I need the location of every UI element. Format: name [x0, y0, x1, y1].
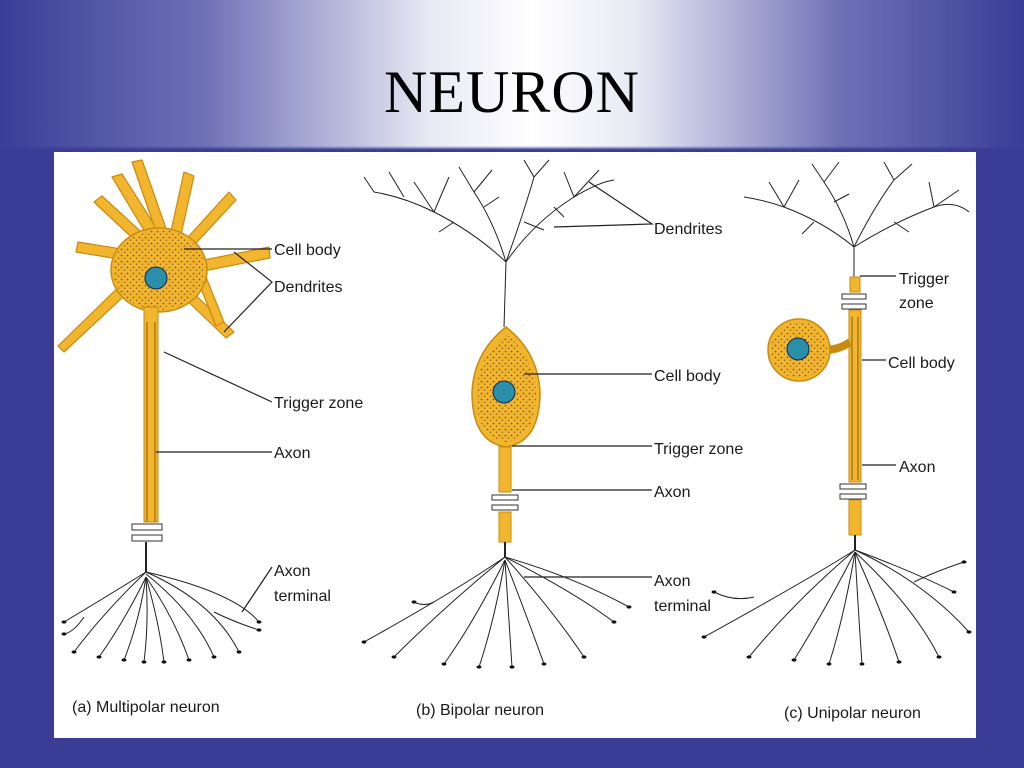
bipolar-axon-terminal-label-2: terminal: [654, 598, 711, 615]
unipolar-trigger-zone-label-1: Trigger: [899, 271, 950, 288]
multipolar-axon-terminal-label-2: terminal: [274, 588, 331, 605]
bipolar-dendrites-label: Dendrites: [654, 221, 722, 238]
multipolar-dendrites-label: Dendrites: [274, 279, 342, 296]
bipolar-cell-body-label: Cell body: [654, 368, 721, 385]
unipolar-neuron: Trigger zone Cell body Axon (c) Unipolar…: [701, 161, 972, 722]
bipolar-neuron: Dendrites Cell body Trigger zone Axon Ax…: [361, 159, 743, 719]
unipolar-caption: (c) Unipolar neuron: [784, 705, 921, 722]
neuron-diagram: Cell body Dendrites Trigger zone Axon Ax…: [57, 159, 972, 722]
bipolar-caption: (b) Bipolar neuron: [416, 702, 544, 719]
bipolar-axon-label: Axon: [654, 484, 690, 501]
multipolar-neuron: Cell body Dendrites Trigger zone Axon Ax…: [57, 159, 363, 716]
unipolar-axon-label: Axon: [899, 459, 935, 476]
bipolar-trigger-zone-label: Trigger zone: [654, 441, 743, 458]
multipolar-cell-body-label: Cell body: [274, 242, 341, 259]
slide-title: NEURON: [384, 59, 640, 125]
multipolar-caption: (a) Multipolar neuron: [72, 699, 220, 716]
multipolar-axon-label: Axon: [274, 445, 310, 462]
unipolar-cell-body-label: Cell body: [888, 355, 955, 372]
multipolar-trigger-zone-label: Trigger zone: [274, 395, 363, 412]
unipolar-trigger-zone-label-2: zone: [899, 295, 934, 312]
neuron-figure: Cell body Dendrites Trigger zone Axon Ax…: [54, 152, 976, 738]
bipolar-axon-terminal-label-1: Axon: [654, 573, 690, 590]
multipolar-axon-terminal-label-1: Axon: [274, 563, 310, 580]
